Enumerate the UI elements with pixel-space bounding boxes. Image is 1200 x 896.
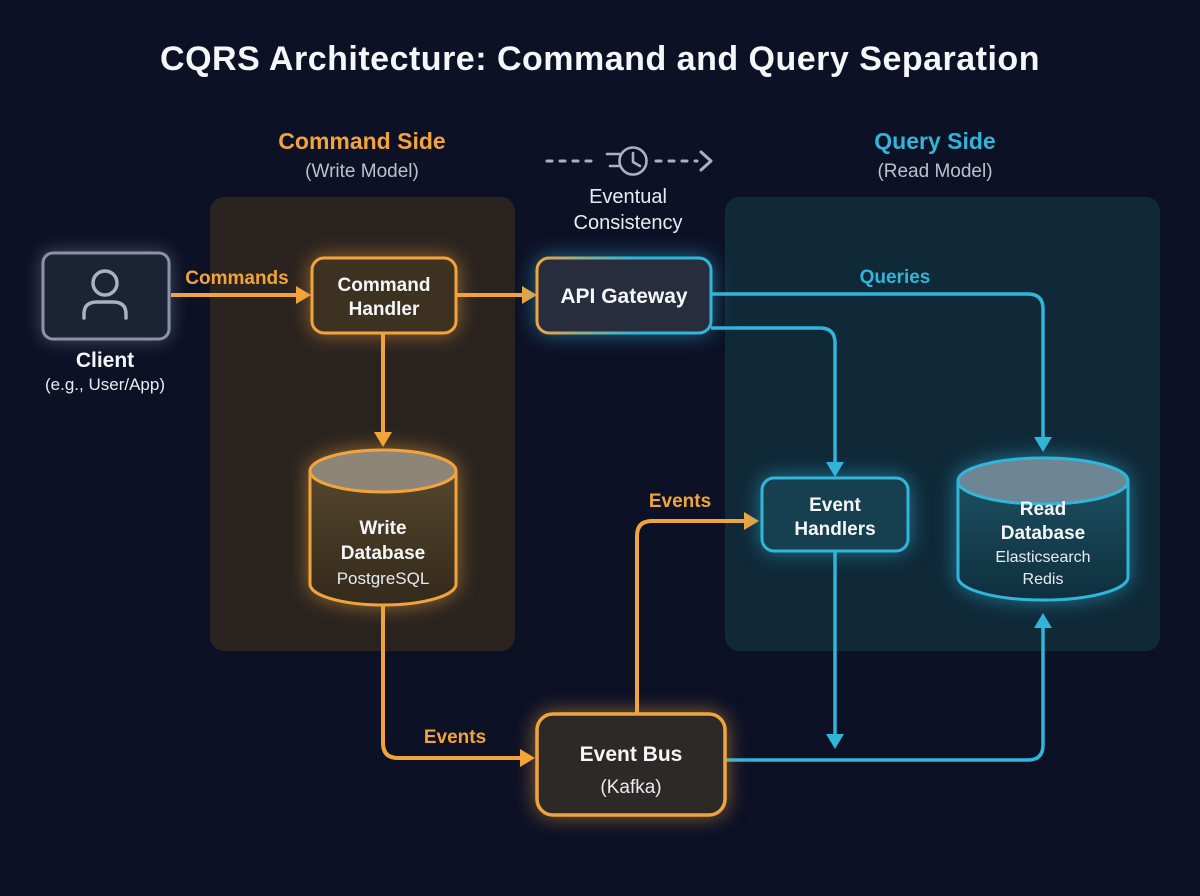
eventual-consistency-line1: Eventual xyxy=(589,186,667,208)
write-database-line2: Database xyxy=(341,543,426,564)
clock-face xyxy=(618,146,648,176)
commands-label: Commands xyxy=(185,268,288,289)
edge-handler-to-write-db xyxy=(374,333,392,447)
events-handlers-arrowhead xyxy=(744,512,759,530)
person-shoulders xyxy=(82,300,128,320)
diagram-title: CQRS Architecture: Command and Query Sep… xyxy=(160,40,1040,78)
client-label: Client xyxy=(76,349,134,372)
read-database-top xyxy=(956,456,1130,506)
read-database-sublabel2: Redis xyxy=(1023,571,1064,588)
event-bus-box xyxy=(535,712,727,817)
write-database-body xyxy=(308,471,458,607)
event-handlers-line1: Event xyxy=(809,495,861,516)
person-icon xyxy=(82,269,128,320)
write-database-line1: Write xyxy=(359,518,406,539)
read-database-sublabel1: Elasticsearch xyxy=(995,549,1090,566)
bus-read-db-arrowhead xyxy=(1034,613,1052,628)
write-database-top xyxy=(308,448,458,494)
event-bus-label: Event Bus xyxy=(580,743,683,766)
command-handler-box xyxy=(310,256,458,335)
edge-events-to-handlers: Events xyxy=(635,491,759,714)
edge-bus-to-read-db xyxy=(726,613,1052,762)
write-database-node: Write Database PostgreSQL xyxy=(308,448,458,607)
gateway-event-handlers-arrowhead xyxy=(826,462,844,477)
queries-read-db-arrowhead xyxy=(1034,437,1052,452)
person-head xyxy=(91,269,119,297)
edge-events-to-bus: Events xyxy=(381,605,535,767)
event-bus-sublabel: (Kafka) xyxy=(600,777,661,798)
command-side-label: Command Side xyxy=(278,128,445,154)
bus-read-db-line xyxy=(726,628,1045,762)
query-side-label: Query Side xyxy=(874,128,995,154)
handler-gateway-arrowhead xyxy=(522,286,537,304)
event-handlers-line2: Handlers xyxy=(794,519,875,540)
read-database-node: Read Database Elasticsearch Redis xyxy=(956,456,1130,602)
edge-commands: Commands xyxy=(171,268,311,304)
event-handlers-node: Event Handlers xyxy=(760,476,910,553)
commands-arrowhead xyxy=(296,286,311,304)
handler-write-db-arrowhead xyxy=(374,432,392,447)
arrow-chevron-icon xyxy=(699,150,713,172)
command-side-sublabel: (Write Model) xyxy=(305,161,419,182)
event-handlers-box xyxy=(760,476,910,553)
edge-handler-to-gateway xyxy=(456,286,537,304)
event-bus-node: Event Bus (Kafka) xyxy=(535,712,727,817)
gateway-event-handlers-line xyxy=(711,326,837,463)
api-gateway-box xyxy=(535,256,713,335)
client-node xyxy=(41,251,171,341)
read-database-body xyxy=(956,481,1130,602)
command-handler-line1: Command xyxy=(338,275,431,296)
events-handlers-label: Events xyxy=(649,491,711,512)
events-bus-line xyxy=(381,605,520,760)
command-handler-node: Command Handler xyxy=(310,256,458,335)
events-handlers-line xyxy=(635,519,744,714)
events-bus-arrowhead xyxy=(520,749,535,767)
clock-icon xyxy=(605,146,648,176)
events-bus-label: Events xyxy=(424,727,486,748)
query-side-sublabel: (Read Model) xyxy=(877,161,992,182)
handlers-down-arrowhead xyxy=(826,734,844,749)
queries-read-db-line xyxy=(711,292,1045,438)
read-database-line1: Read xyxy=(1020,499,1066,520)
eventual-consistency-line2: Consistency xyxy=(574,212,683,234)
api-gateway-label: API Gateway xyxy=(560,285,688,308)
eventual-consistency-indicator: Eventual Consistency xyxy=(545,146,713,234)
edge-queries-to-read-db: Queries xyxy=(711,267,1052,452)
api-gateway-node: API Gateway xyxy=(535,256,713,335)
client-sublabel: (e.g., User/App) xyxy=(45,375,165,394)
write-database-sublabel: PostgreSQL xyxy=(337,569,430,588)
read-database-line2: Database xyxy=(1001,523,1086,544)
queries-label: Queries xyxy=(860,267,931,288)
command-handler-line2: Handler xyxy=(349,299,420,320)
edge-gateway-to-event-handlers xyxy=(711,326,844,477)
edge-handlers-down xyxy=(826,551,844,749)
clock-hands xyxy=(631,151,642,168)
